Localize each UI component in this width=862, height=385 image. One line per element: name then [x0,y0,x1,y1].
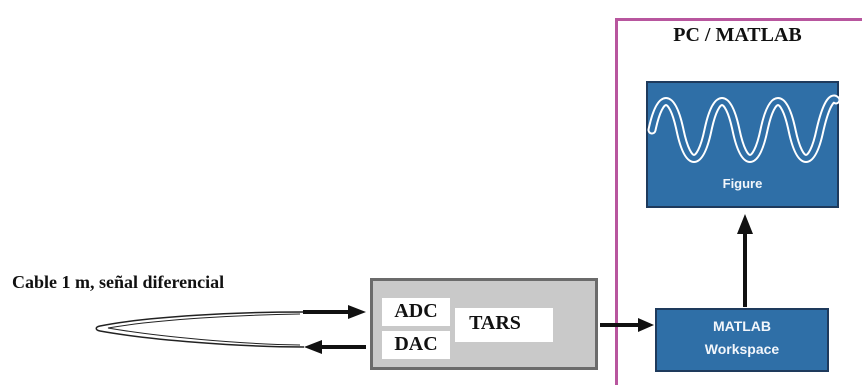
dac-cell [382,331,450,359]
pc-matlab-frame [615,18,862,385]
figure-label: Figure [722,176,763,191]
tars-label: TARS [469,312,521,334]
cable-label: Cable 1 m, señal diferencial [12,272,225,292]
dac-label: DAC [394,333,438,355]
matlab-workspace-block [655,308,829,372]
workspace-label-line1: MATLAB [712,318,772,334]
adc-cell [382,298,450,326]
tars-to-workspace-arrowhead [638,318,654,332]
tars-cell [455,308,553,342]
differential-cable [95,311,305,348]
cable-to-adc-arrowhead [348,305,366,319]
workspace-label-line2: Workspace [704,341,780,357]
dac-to-cable-arrowhead [304,340,322,354]
workspace-to-figure-arrowhead [737,214,753,234]
pc-matlab-title: PC / MATLAB [673,24,802,46]
adc-label: ADC [394,300,438,322]
